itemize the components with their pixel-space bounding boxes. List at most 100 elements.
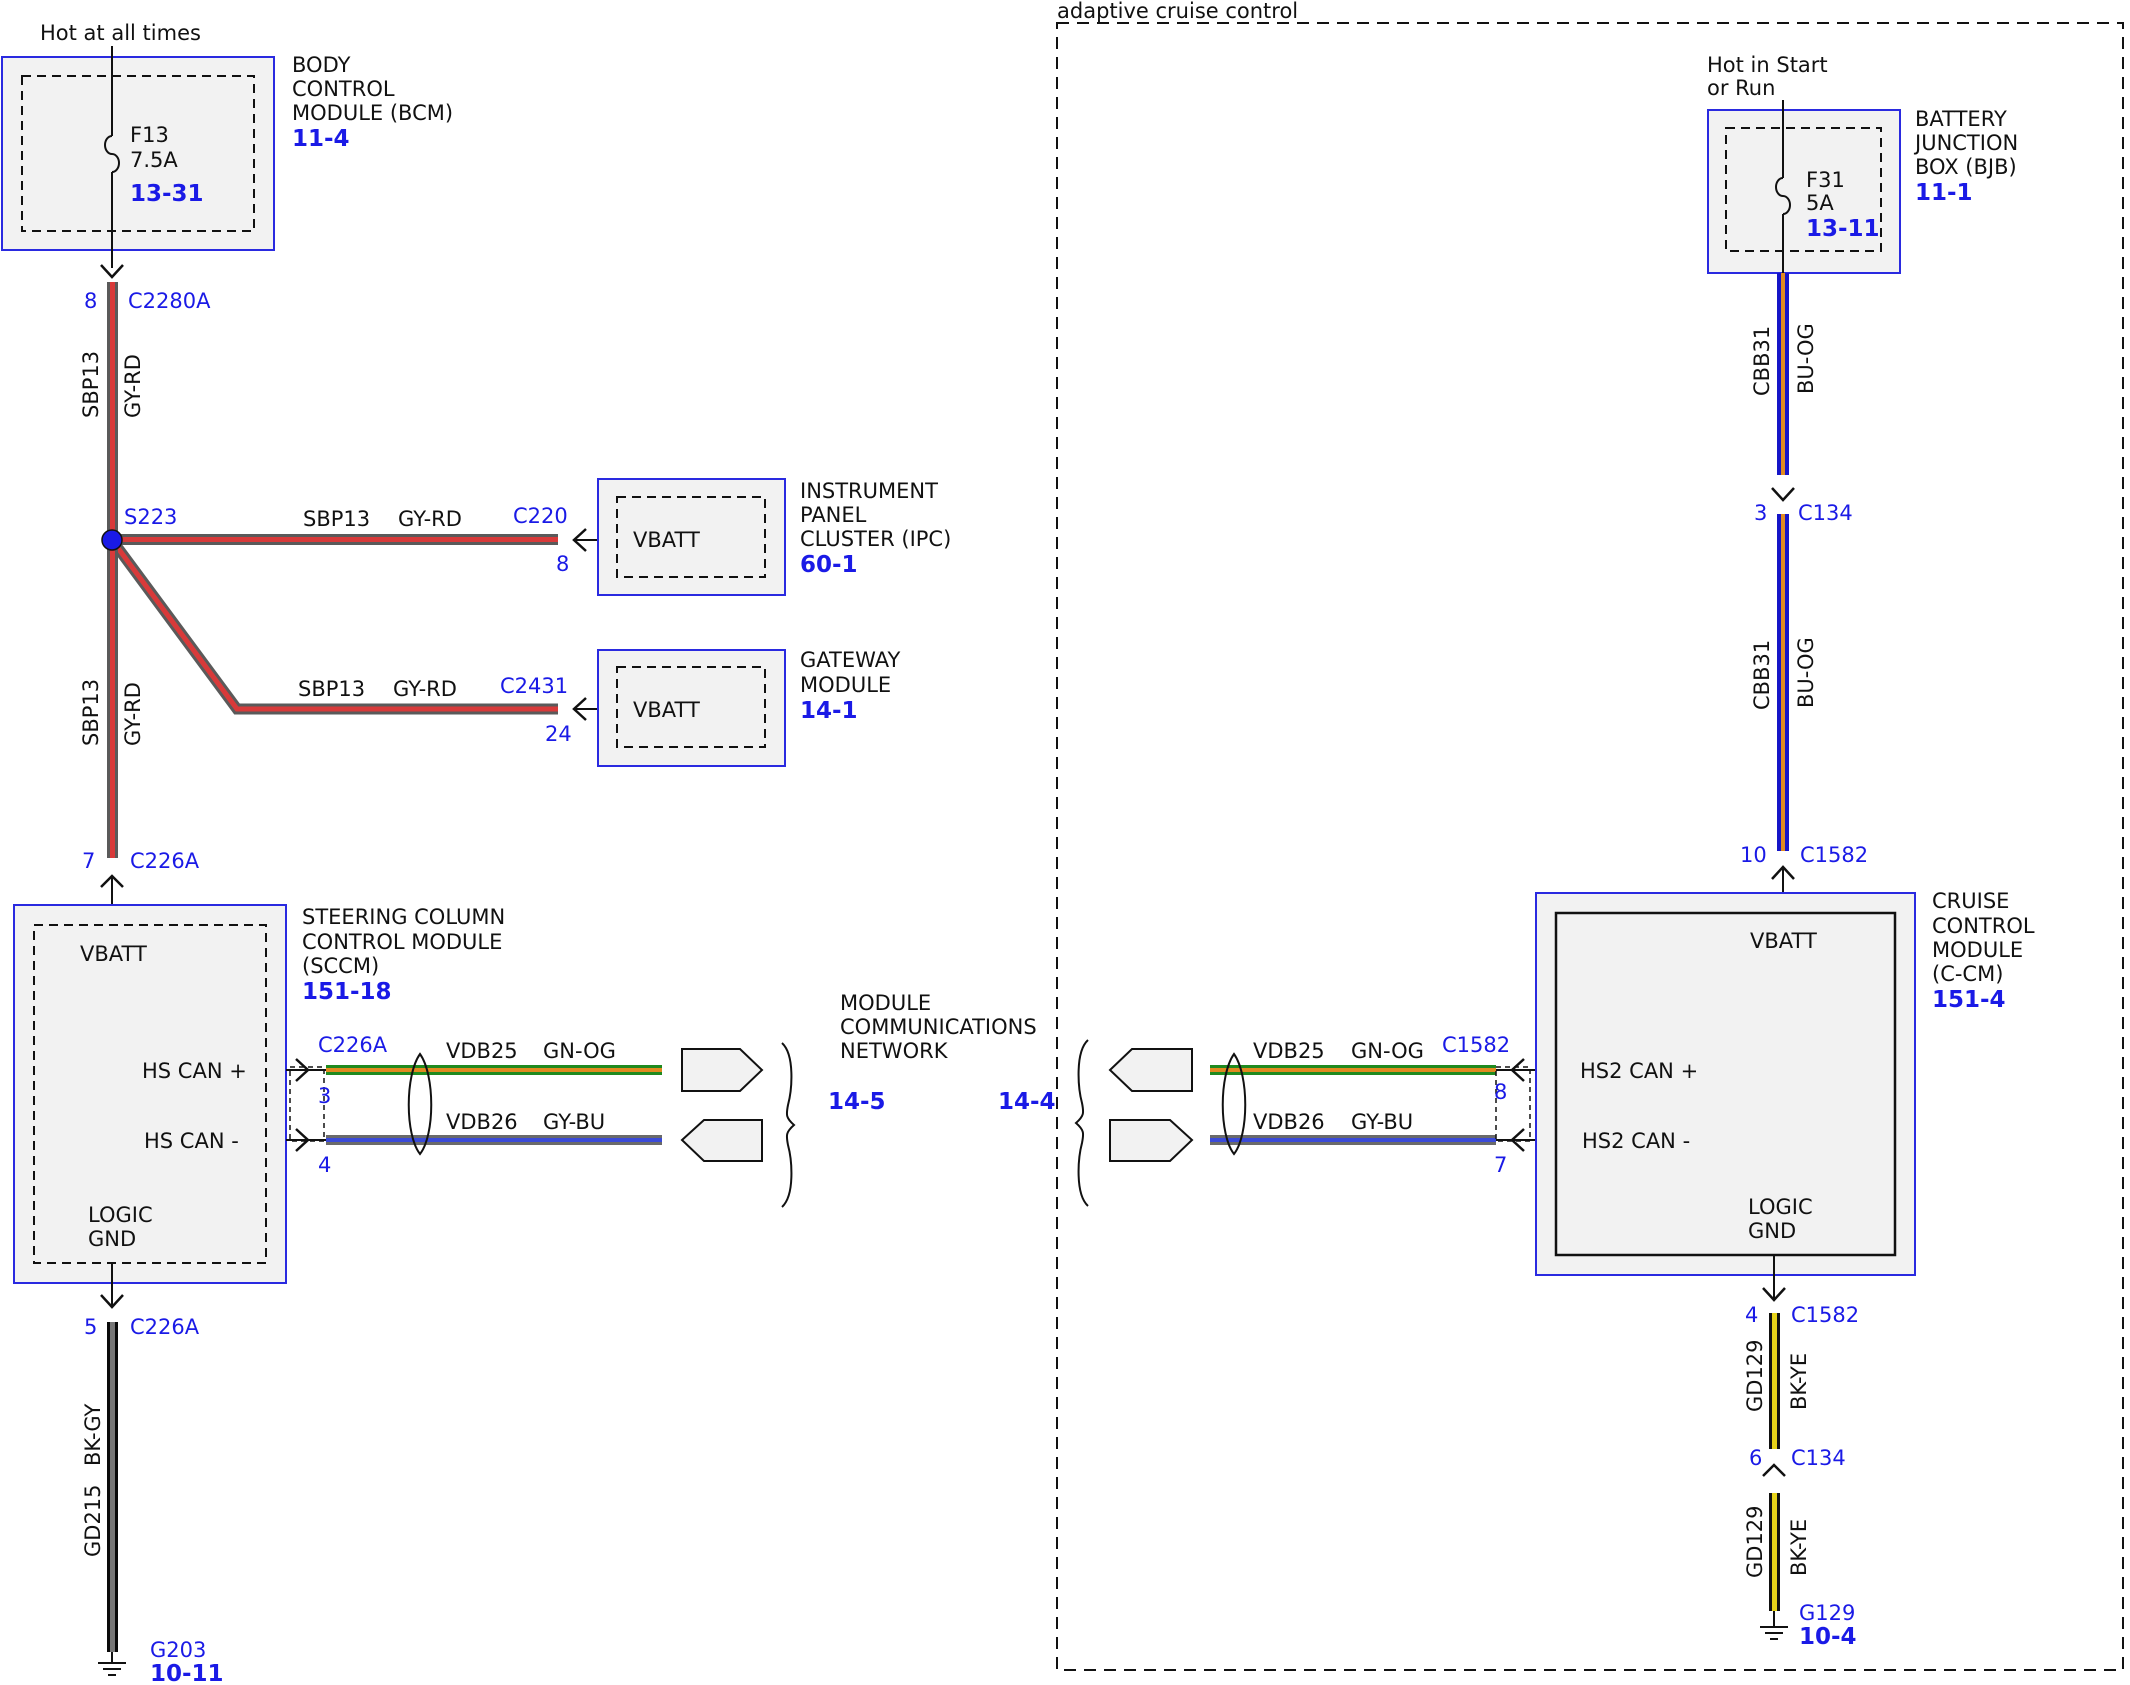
ccm-can-connector: C1582 — [1442, 1033, 1510, 1057]
wire-sbp13-gateway-color: GY-RD — [393, 677, 457, 701]
power-hot-all-times: Hot at all times — [40, 21, 201, 45]
network-name-line2: COMMUNICATIONS — [840, 1015, 1037, 1039]
ccm-can-minus: HS2 CAN - — [1582, 1129, 1690, 1153]
connector-c1582-bot-label: C1582 — [1791, 1303, 1859, 1327]
wire-vdb25-right-color: GN-OG — [1351, 1039, 1424, 1063]
wire-sbp13-lower-code: SBP13 — [79, 679, 103, 746]
connector-c134-bot-label: C134 — [1791, 1446, 1846, 1470]
connector-c1582-bot-icon — [1762, 1287, 1786, 1302]
sccm-name-line3: (SCCM) — [302, 954, 379, 978]
gateway-name-line1: GATEWAY — [800, 648, 900, 672]
splice-s223-dot — [101, 529, 123, 551]
ccm-module[interactable] — [1535, 892, 1916, 1276]
network-right-minus-connector-icon — [1109, 1119, 1194, 1162]
wire-sbp13-upper-color: GY-RD — [121, 354, 145, 418]
sccm-can-connector: C226A — [318, 1033, 388, 1057]
fuse-f31-name: F31 — [1806, 168, 1845, 192]
gateway-ref[interactable]: 14-1 — [800, 698, 858, 724]
bcm-module[interactable] — [1, 56, 275, 251]
wire-vdb26-right-stripe — [1210, 1138, 1496, 1142]
wire-gd129-lower-color: BK-YE — [1787, 1519, 1811, 1576]
network-left-plus-connector-icon — [681, 1048, 764, 1092]
ccm-can-connector-outline — [1495, 1066, 1531, 1142]
fuse-f31-icon — [1775, 177, 1791, 215]
wire-gd215-stripe — [110, 1322, 115, 1652]
wire-gd129-upper-code: GD129 — [1743, 1339, 1767, 1412]
wire-sbp13-upper-stripe — [110, 282, 115, 540]
connector-c2431-label: C2431 — [500, 674, 568, 698]
bjb-ref[interactable]: 11-1 — [1915, 180, 1973, 206]
sccm-can-minus-arrow-icon — [295, 1128, 310, 1152]
wire-sbp13-ipc-color: GY-RD — [398, 507, 462, 531]
wire-vdb25-right-code: VDB25 — [1253, 1039, 1325, 1063]
network-ref-left[interactable]: 14-5 — [828, 1089, 886, 1115]
sccm-ref[interactable]: 151-18 — [302, 979, 392, 1005]
connector-c226a-top-pin: 7 — [82, 849, 95, 873]
wire-cbb31-lower-code: CBB31 — [1750, 640, 1774, 710]
wire-vdb26-left-code: VDB26 — [446, 1110, 518, 1134]
connector-c2431-pin: 24 — [545, 722, 572, 746]
wire-cbb31-upper-code: CBB31 — [1750, 326, 1774, 396]
connector-c226a-bot-label: C226A — [130, 1315, 200, 1339]
wire-cbb31-lower-color: BU-OG — [1794, 637, 1818, 708]
wire-vdb25-left-stripe — [326, 1068, 662, 1072]
ccm-can-minus-arrow-icon — [1510, 1128, 1525, 1152]
connector-c134-top-pin: 3 — [1754, 501, 1767, 525]
network-ref-right[interactable]: 14-4 — [998, 1089, 1056, 1115]
sccm-module[interactable] — [13, 904, 287, 1284]
fuse-f13-name: F13 — [130, 123, 169, 147]
network-right-plus-connector-icon — [1108, 1048, 1193, 1092]
bcm-ref[interactable]: 11-4 — [292, 126, 350, 152]
gateway-module[interactable] — [597, 649, 786, 767]
fuse-f13-rating: 7.5A — [130, 148, 178, 172]
wire-vdb26-right-color: GY-BU — [1351, 1110, 1413, 1134]
ground-g129-ref[interactable]: 10-4 — [1799, 1624, 1857, 1650]
connector-c2280a-icon — [100, 264, 124, 279]
sccm-can-plus: HS CAN + — [142, 1059, 247, 1083]
wire-gd215-code: GD215 — [81, 1484, 105, 1557]
connector-c1582-bot-pin: 4 — [1745, 1303, 1758, 1327]
wire-sbp13-upper-code: SBP13 — [79, 351, 103, 418]
ccm-ref[interactable]: 151-4 — [1932, 987, 2006, 1013]
fuse-f31-rating: 5A — [1806, 191, 1834, 215]
connector-c220-label: C220 — [513, 504, 568, 528]
region-label: adaptive cruise control — [1057, 0, 1298, 23]
gateway-name-line2: MODULE — [800, 673, 891, 697]
wire-cbb31-upper-color: BU-OG — [1794, 323, 1818, 394]
wire-sbp13-lower-stripe — [110, 540, 115, 858]
power-hot-start-run-line1: Hot in Start — [1707, 53, 1828, 77]
sccm-name-line2: CONTROL MODULE — [302, 930, 502, 954]
ccm-logic-line1: LOGIC — [1748, 1195, 1813, 1219]
ccm-name-line2: CONTROL — [1932, 914, 2035, 938]
wire-cbb31-lower-stripe — [1781, 514, 1785, 851]
fuse-f31-ref[interactable]: 13-11 — [1806, 216, 1880, 242]
fuse-f13-ref[interactable]: 13-31 — [130, 181, 204, 207]
connector-c226a-bot-icon — [100, 1294, 124, 1309]
ipc-ref[interactable]: 60-1 — [800, 552, 858, 578]
bcm-name-line3: MODULE (BCM) — [292, 101, 453, 125]
wire-gd129-upper-stripe — [1772, 1313, 1777, 1449]
twisted-pair-left-icon — [407, 1052, 433, 1156]
ipc-name-line3: CLUSTER (IPC) — [800, 527, 951, 551]
network-name-line3: NETWORK — [840, 1039, 949, 1063]
wire-gd215-color: BK-GY — [81, 1403, 105, 1466]
gateway-pin-label: VBATT — [633, 698, 700, 722]
bjb-module[interactable] — [1707, 109, 1901, 274]
power-hot-start-run-line2: or Run — [1707, 76, 1775, 100]
ground-g129-label: G129 — [1799, 1601, 1855, 1625]
wire-sbp13-ipc-code: SBP13 — [303, 507, 370, 531]
wire-gd129-lower-stripe — [1772, 1493, 1777, 1611]
ccm-name-line4: (C-CM) — [1932, 962, 2003, 986]
sccm-vbatt: VBATT — [80, 942, 147, 966]
bcm-name-line1: BODY — [292, 53, 351, 77]
connector-c220-pin: 8 — [556, 552, 569, 576]
ipc-name-line1: INSTRUMENT — [800, 479, 938, 503]
sccm-can-minus-pin: 4 — [318, 1153, 331, 1177]
ipc-module[interactable] — [597, 478, 786, 596]
sccm-can-plus-arrow-icon — [295, 1058, 310, 1082]
wire-vdb25-right-stripe — [1210, 1068, 1496, 1072]
ground-g203-ref[interactable]: 10-11 — [150, 1661, 224, 1685]
ccm-vbatt: VBATT — [1750, 929, 1817, 953]
wire-sbp13-ipc-stripe — [112, 537, 558, 542]
wire-vdb25-left-code: VDB25 — [446, 1039, 518, 1063]
